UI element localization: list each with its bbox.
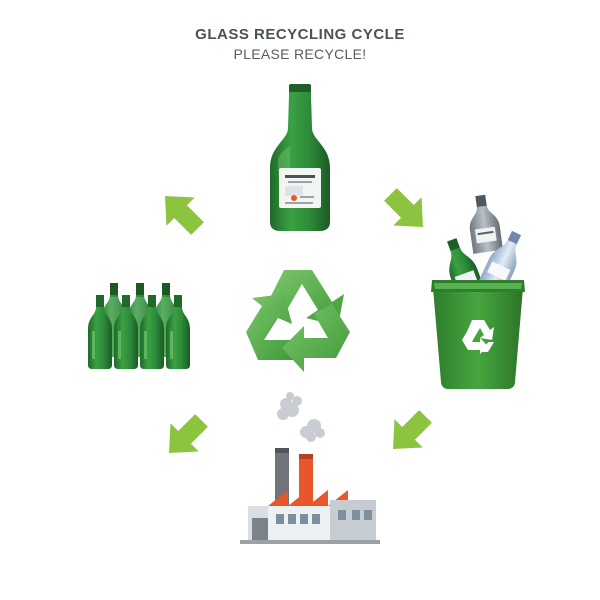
recycle-bin-icon [431,194,525,389]
header: GLASS RECYCLING CYCLE PLEASE RECYCLE! [0,26,600,63]
green-bottle-icon [114,295,138,369]
cycle-arrow-icon [169,414,208,453]
green-bottle-icon [88,295,112,369]
recycle-symbol-icon [246,270,350,372]
bottles-group-icon [88,283,190,369]
green-bottle-icon [166,295,190,369]
wine-bottle-icon [270,84,330,231]
page-title: GLASS RECYCLING CYCLE [195,26,405,43]
cycle-arrow-icon [393,410,432,449]
green-bottle-icon [140,295,164,369]
factory-icon [240,392,380,544]
cycle-arrow-icon [384,188,423,227]
page-subtitle: PLEASE RECYCLE! [233,46,367,62]
cycle-arrow-icon [165,196,204,235]
